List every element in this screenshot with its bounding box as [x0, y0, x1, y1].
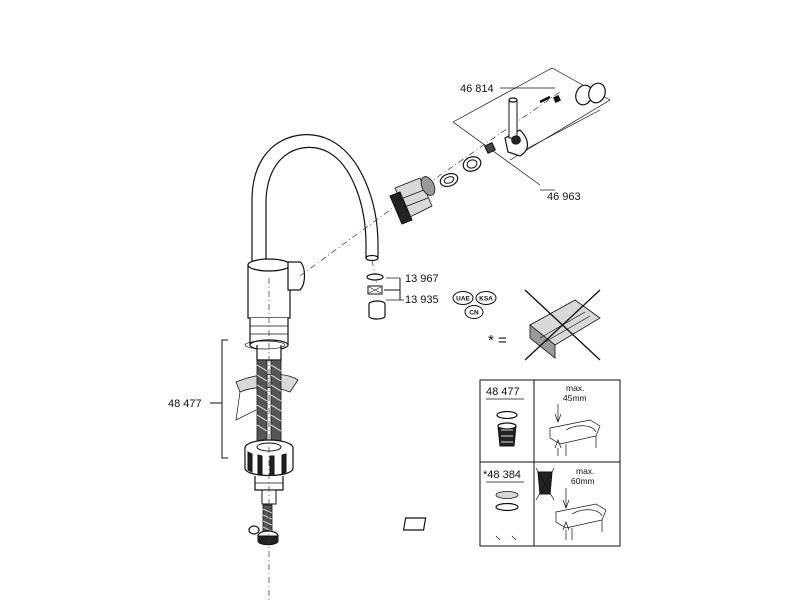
- table-note-60mm: 60mm: [571, 476, 595, 486]
- part-label-46963: 46 963: [547, 191, 581, 203]
- svg-text:UAE: UAE: [456, 296, 470, 303]
- crossed-out-nut-icon: [535, 467, 555, 501]
- part-label-48477: 48 477: [168, 398, 202, 410]
- region-badge-cn: CN: [464, 305, 484, 319]
- table-code-48477: 48 477: [486, 386, 520, 398]
- not-included-note: * =: [488, 332, 507, 349]
- aerator-group: [366, 273, 404, 320]
- part-label-13935: 13 935: [405, 294, 439, 306]
- installation-table: 48 477 max. 45mm *48 384 max. 60mm: [402, 379, 621, 547]
- region-badge-uae: UAE: [452, 291, 474, 305]
- svg-text:KSA: KSA: [479, 296, 493, 303]
- part-label-13967: 13 967: [405, 273, 439, 285]
- table-note-max-2: max.: [576, 466, 594, 476]
- table-note-45mm: 45mm: [563, 393, 587, 403]
- svg-text:CN: CN: [469, 310, 479, 317]
- region-badge-ksa: KSA: [475, 291, 497, 305]
- faucet-body: [235, 134, 379, 546]
- table-note-max-1: max.: [566, 383, 584, 393]
- part-label-46814: 46 814: [460, 83, 494, 95]
- table-code-48384: *48 384: [483, 469, 521, 481]
- cartridge-group: [389, 67, 611, 225]
- crossed-out-tool-icon: [524, 289, 601, 361]
